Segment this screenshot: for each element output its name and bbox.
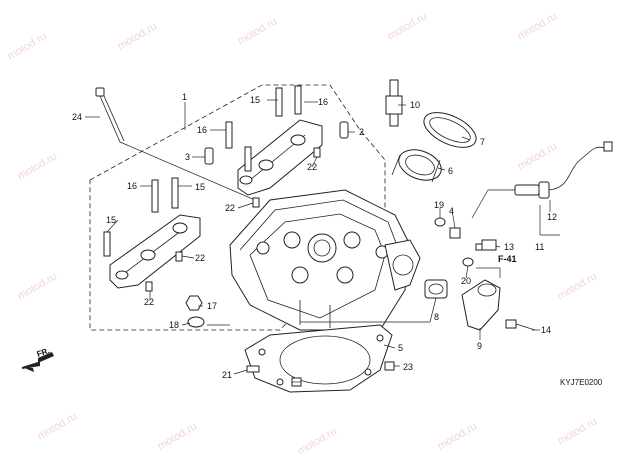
watermark: motod.ru — [296, 425, 340, 457]
callout-2: 2 — [359, 127, 364, 137]
callout-4: 4 — [449, 206, 454, 216]
dowel-2 — [339, 121, 349, 139]
dowel-3 — [204, 147, 214, 165]
watermark: motod.ru — [156, 420, 200, 452]
cylinder-head-gasket — [244, 324, 393, 393]
callout-16: 16 — [318, 97, 328, 107]
callout-13: 13 — [504, 242, 514, 252]
temperature-sensor — [514, 141, 613, 199]
camshaft-holder-lower — [103, 177, 201, 292]
callout-19: 19 — [434, 200, 444, 210]
insulator — [391, 149, 442, 183]
callout-5: 5 — [398, 343, 403, 353]
spark-plug — [385, 79, 403, 127]
nut-17 — [185, 295, 203, 311]
callout-6: 6 — [448, 166, 453, 176]
callout-10: 10 — [410, 100, 420, 110]
washer-18 — [187, 316, 205, 328]
watermark: motod.ru — [516, 10, 560, 42]
callout-20: 20 — [461, 276, 471, 286]
watermark: motod.ru — [116, 20, 160, 52]
direction-label: FR. — [36, 346, 51, 359]
front-direction-arrow: FR. — [22, 346, 54, 372]
section-reference: F-41 — [476, 254, 517, 269]
watermark: motod.ru — [556, 415, 600, 447]
plug-4 — [449, 227, 461, 239]
watermark: motod.ru — [236, 15, 280, 47]
washer-19 — [434, 217, 446, 227]
switch-13 — [475, 239, 497, 251]
watermark: motod.ru — [436, 420, 480, 452]
callout-15: 15 — [250, 95, 260, 105]
camshaft-holder-upper — [225, 85, 323, 208]
callout-24: 24 — [72, 112, 82, 122]
fitting-8 — [424, 279, 448, 299]
watermark: motod.ru — [16, 270, 60, 302]
callout-22: 22 — [225, 203, 235, 213]
callout-16: 16 — [127, 181, 137, 191]
water-outlet-9 — [461, 279, 501, 331]
callout-1: 1 — [182, 92, 187, 102]
callout-11: 11 — [535, 242, 544, 252]
callout-17: 17 — [207, 301, 217, 311]
leader-24-to-head — [119, 141, 256, 201]
reference-code: KYJ7E0200 — [560, 378, 603, 387]
dowel-23-right — [384, 361, 395, 371]
stud-bolt-24 — [95, 87, 125, 143]
washer-20 — [462, 257, 474, 267]
bolt-14 — [505, 319, 536, 331]
stud-21 — [246, 365, 260, 373]
intake-band — [423, 112, 477, 148]
callout-14: 14 — [541, 325, 551, 335]
callout-15: 15 — [106, 215, 116, 225]
leaders — [106, 99, 560, 383]
callout-9: 9 — [477, 341, 482, 351]
callout-22: 22 — [195, 253, 205, 263]
callout-15: 15 — [195, 182, 205, 192]
callout-3: 3 — [185, 152, 190, 162]
callout-22: 22 — [307, 162, 317, 172]
callout-22: 22 — [144, 297, 154, 307]
watermark: motod.ru — [556, 270, 600, 302]
watermark: motod.ru — [16, 150, 60, 182]
callout-18: 18 — [169, 320, 179, 330]
watermark: motod.ru — [36, 410, 80, 442]
callout-8: 8 — [434, 312, 439, 322]
cylinder-head — [229, 189, 421, 331]
callout-16: 16 — [197, 125, 207, 135]
callout-7: 7 — [480, 137, 485, 147]
callout-labels: 1 2 3 4 5 6 7 8 9 10 11 12 13 14 15 15 1… — [72, 92, 557, 380]
section-ref-label: F-41 — [498, 254, 517, 264]
callout-12: 12 — [547, 212, 557, 222]
callout-21: 21 — [222, 370, 232, 380]
callout-23: 23 — [403, 362, 413, 372]
assembly-outline — [89, 84, 386, 331]
watermark: motod.ru — [516, 140, 560, 172]
watermark: motod.ru — [6, 30, 50, 62]
watermark: motod.ru — [386, 10, 430, 42]
